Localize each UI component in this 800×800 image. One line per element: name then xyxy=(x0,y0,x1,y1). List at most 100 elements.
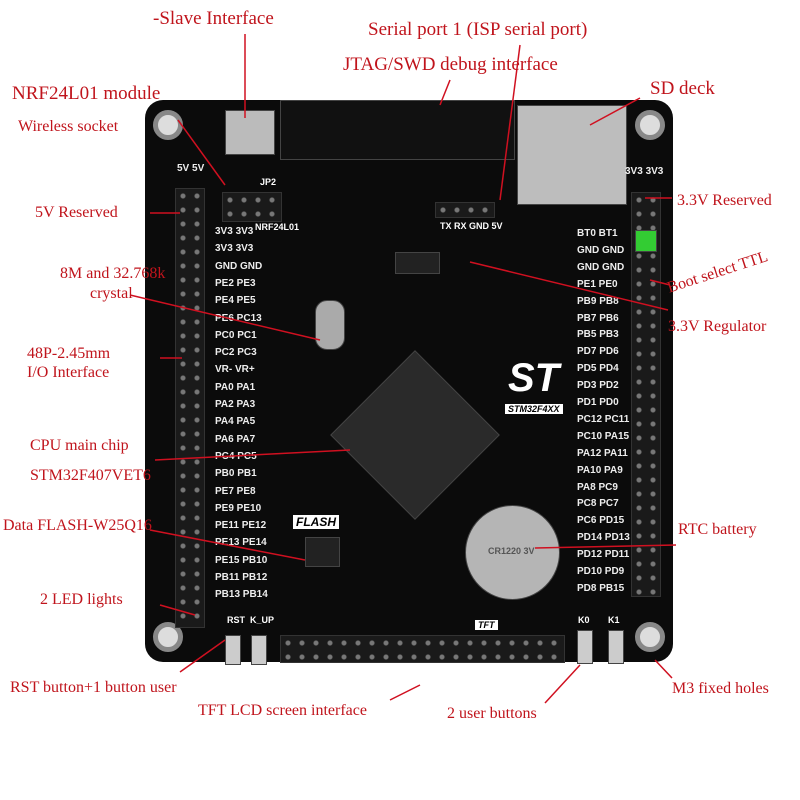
label-user-buttons: 2 user buttons xyxy=(447,705,537,722)
label-io-interface: 48P-2.45mm xyxy=(27,345,111,362)
pin-label: PA6 PA7 xyxy=(215,433,256,445)
pin-label: PD8 PB15 xyxy=(577,582,625,594)
pin-label: PA10 PA9 xyxy=(577,464,623,476)
kup-silk: K_UP xyxy=(250,615,275,625)
pin-label: PE2 PE3 xyxy=(215,277,256,289)
left-io-header xyxy=(175,188,205,628)
label-nrf-module: NRF24L01 module xyxy=(12,83,161,104)
nrf-silk: NRF24L01 xyxy=(255,222,300,232)
pin-label: PD3 PD2 xyxy=(577,380,619,392)
label-io-interface-2: I/O Interface xyxy=(27,364,110,381)
serial-pins-label: TX RX GND 5V xyxy=(440,221,503,231)
pin-label: PE6 PC13 xyxy=(215,312,262,324)
pin-label: PD10 PD9 xyxy=(577,566,625,577)
5v-pins: 5V 5V xyxy=(177,163,205,174)
label-cpu: CPU main chip xyxy=(30,437,129,454)
pin-label: PE15 PB10 xyxy=(215,554,268,566)
tft-silk: TFT xyxy=(475,620,498,630)
pin-label: PB13 PB14 xyxy=(215,589,268,601)
pin-label: PD12 PD11 xyxy=(577,549,630,561)
label-boot-select: Boot select TTL xyxy=(665,248,770,297)
usb-port xyxy=(225,110,275,155)
cpu-chip xyxy=(330,350,500,520)
label-5v-reserved: 5V Reserved xyxy=(35,204,118,221)
serial-header xyxy=(435,202,495,218)
stm32-board: JP2 NRF24L01 TX RX GND 5V 5V 5V 3V3 3V3 … xyxy=(145,100,673,665)
label-3v3-reserved: 3.3V Reserved xyxy=(677,192,772,209)
label-serial-port: Serial port 1 (ISP serial port) xyxy=(368,19,588,40)
jtag-connector xyxy=(280,100,515,160)
k0-silk: K0 xyxy=(578,615,590,625)
pin-label: PE4 PE5 xyxy=(215,295,256,307)
pin-label: PE13 PE14 xyxy=(215,537,267,549)
label-jtag: JTAG/SWD debug interface xyxy=(343,54,558,75)
pin-label: PA12 PA11 xyxy=(577,447,628,459)
rst-button[interactable] xyxy=(225,635,241,665)
pin-label: PD5 PD4 xyxy=(577,363,619,375)
pin-label: PA2 PA3 xyxy=(215,399,256,410)
flash-chip xyxy=(305,537,340,567)
pin-label: PC8 PC7 xyxy=(577,498,619,510)
label-regulator: 3.3V Regulator xyxy=(668,318,767,335)
label-rst-button: RST button+1 button user xyxy=(10,679,177,696)
pin-label: PC4 PC5 xyxy=(215,450,257,462)
pin-label: PB5 PB3 xyxy=(577,329,619,341)
label-sd-deck: SD deck xyxy=(650,78,715,99)
jp2-label: JP2 xyxy=(260,177,277,187)
pin-label: GND GND xyxy=(215,260,263,272)
rst-silk: RST xyxy=(227,615,245,625)
voltage-regulator xyxy=(395,252,440,274)
pin-label: PD7 PD6 xyxy=(577,346,619,358)
pin-label: BT0 BT1 xyxy=(577,228,618,239)
label-flash: Data FLASH-W25Q16 xyxy=(3,517,152,534)
pin-label: 3V3 3V3 xyxy=(215,226,254,237)
pin-label: PC12 PC11 xyxy=(577,413,630,425)
kup-button[interactable] xyxy=(251,635,267,665)
k0-button[interactable] xyxy=(577,630,593,664)
boot-jumper xyxy=(635,230,657,252)
nrf24l01-socket xyxy=(222,192,282,222)
pin-label: PA8 PC9 xyxy=(577,481,618,493)
pin-label: PB9 PB8 xyxy=(577,295,619,307)
pin-label: PE7 PE8 xyxy=(215,485,256,497)
3v3-pins: 3V3 3V3 xyxy=(625,166,664,177)
label-usb-slave: -Slave Interface xyxy=(153,8,274,29)
label-leds: 2 LED lights xyxy=(40,591,123,608)
rtc-battery: CR1220 3V xyxy=(465,505,560,600)
pin-label: PB11 PB12 xyxy=(215,572,268,583)
battery-label: CR1220 3V xyxy=(488,546,535,556)
tft-header xyxy=(280,635,565,663)
k1-button[interactable] xyxy=(608,630,624,664)
pin-label: PC2 PC3 xyxy=(215,347,257,359)
pin-label: VR- VR+ xyxy=(215,364,255,376)
pin-label: PC0 PC1 xyxy=(215,329,257,341)
label-rtc-battery: RTC battery xyxy=(678,521,757,538)
pin-label: PE11 PE12 xyxy=(215,520,267,532)
mount-hole xyxy=(635,622,665,652)
pin-label: PD1 PD0 xyxy=(577,397,619,408)
right-io-header xyxy=(631,192,661,597)
pin-label: PC6 PD15 xyxy=(577,515,625,527)
series-label: STM32F4XX xyxy=(505,404,563,414)
pin-label: PA0 PA1 xyxy=(215,381,256,393)
pin-label: PC10 PA15 xyxy=(577,430,630,442)
label-crystal-2: crystal xyxy=(90,285,133,302)
pin-label: PB0 PB1 xyxy=(215,468,257,480)
mount-hole xyxy=(153,110,183,140)
st-logo: ST xyxy=(508,356,560,400)
pin-label: 3V3 3V3 xyxy=(215,243,254,255)
crystal xyxy=(315,300,345,350)
k1-silk: K1 xyxy=(608,615,620,625)
pin-label: PE1 PE0 xyxy=(577,278,618,290)
pin-label: PB7 PB6 xyxy=(577,312,619,324)
label-mount-holes: M3 fixed holes xyxy=(672,680,769,697)
pin-label: GND GND xyxy=(577,244,625,256)
pin-label: PE9 PE10 xyxy=(215,502,262,514)
pin-label: PD14 PD13 xyxy=(577,532,630,544)
label-cpu-model: STM32F407VET6 xyxy=(30,467,151,484)
label-wireless-socket: Wireless socket xyxy=(18,118,119,135)
flash-silk: FLASH xyxy=(293,515,339,529)
mount-hole xyxy=(635,110,665,140)
sd-card-slot xyxy=(517,105,627,205)
pin-label: PA4 PA5 xyxy=(215,416,256,428)
